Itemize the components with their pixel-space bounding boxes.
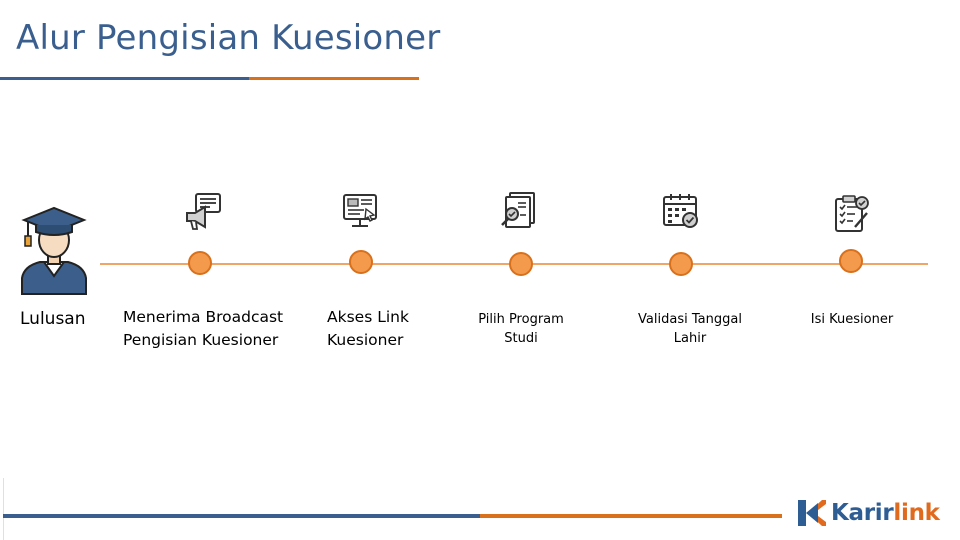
broadcast-megaphone-icon [186, 193, 221, 230]
checklist-icon [835, 195, 869, 232]
karirlink-logo-mark-icon [798, 500, 826, 526]
title-underline-orange [249, 77, 419, 80]
step-label-1-line2: Pengisian Kuesioner [123, 331, 279, 349]
calendar-check-icon [663, 194, 698, 228]
step-label-2: Akses Link Kuesioner [327, 306, 409, 352]
step-label-3-line1: Pilih Program [478, 312, 564, 327]
step-label-5: Isi Kuesioner [792, 310, 912, 329]
karirlink-logo-text: Karirlink [831, 500, 940, 526]
link-access-monitor-icon [343, 194, 377, 227]
step-label-1-line1: Menerima Broadcast [123, 308, 284, 326]
step-label-3-line2: Studi [504, 331, 538, 346]
step-dot-3 [509, 252, 533, 276]
step-label-4-line2: Lahir [673, 331, 707, 346]
step-dot-2 [349, 250, 373, 274]
step-label-4-line1: Validasi Tanggal [638, 312, 742, 327]
karirlink-logo: Karirlink [796, 496, 940, 530]
footer-bar-orange [480, 514, 782, 518]
page-title: Alur Pengisian Kuesioner [16, 18, 441, 58]
graduate-icon [21, 206, 87, 295]
step-dot-5 [839, 249, 863, 273]
step-label-2-line2: Kuesioner [327, 331, 404, 349]
step-label-2-line1: Akses Link [327, 308, 409, 326]
logo-text-part2: link [893, 500, 940, 526]
start-label: Lulusan [20, 309, 86, 329]
document-search-icon [501, 192, 535, 228]
step-label-1: Menerima Broadcast Pengisian Kuesioner [123, 306, 283, 352]
step-label-4: Validasi Tanggal Lahir [625, 310, 755, 348]
step-label-3: Pilih Program Studi [461, 310, 581, 348]
footer-bar-blue [3, 514, 480, 518]
logo-text-part1: Karir [831, 500, 894, 526]
title-underline-blue [0, 77, 249, 80]
footer-left-rule [3, 478, 4, 540]
step-dot-4 [669, 252, 693, 276]
step-label-5-line1: Isi Kuesioner [810, 312, 894, 327]
step-dot-1 [188, 251, 212, 275]
